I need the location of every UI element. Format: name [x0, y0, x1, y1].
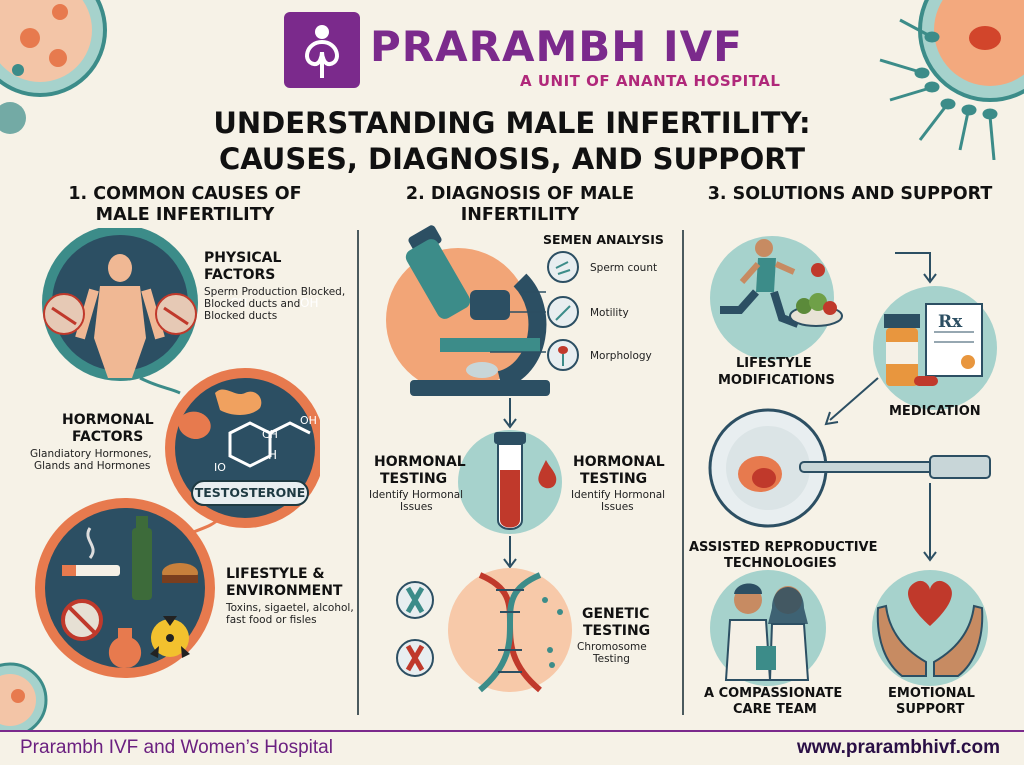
art-title-2: TECHNOLOGIES	[724, 556, 837, 571]
chem-ch3-label-2: CH	[262, 428, 278, 441]
hormonal-testing-desc-1: Identify Hormonal	[369, 489, 464, 501]
chem-h-label: H	[268, 448, 278, 462]
testosterone-badge: TESTOSTERONE	[191, 480, 309, 506]
hormonal-testing-title-1: HORMONAL	[374, 454, 466, 470]
emotional-support-title-2: SUPPORT	[896, 702, 965, 717]
chem-io-label: IO	[214, 461, 226, 474]
page-title-line1: UNDERSTANDING MALE INFERTILITY:	[213, 106, 811, 140]
genetic-testing-desc-1: Chromosome	[577, 641, 647, 653]
semen-item-morphology: Morphology	[590, 350, 652, 362]
genetic-testing-title-2: TESTING	[583, 623, 651, 639]
physical-factors-title-1: PHYSICAL	[204, 250, 282, 266]
lifestyle-mod-title-1: LIFESTYLE	[736, 356, 812, 371]
lifestyle-env-title-1: LIFESTYLE &	[226, 566, 325, 582]
column-divider-2	[682, 230, 684, 715]
cell-decoration-top-left	[0, 0, 107, 134]
physical-factors-desc-1: Sperm Production Blocked,	[204, 286, 346, 298]
semen-analysis-title: SEMEN ANALYSIS	[543, 232, 664, 247]
art-title-1: ASSISTED REPRODUCTIVE	[689, 540, 878, 555]
brand-name: PRARAMBH IVF	[370, 22, 743, 71]
diagnosis-illustration	[386, 225, 579, 693]
physical-factors-desc-3: Blocked ducts	[204, 310, 278, 322]
hormonal-testing-right-title-1: HORMONAL	[573, 454, 665, 470]
brand-subtitle: A UNIT OF ANANTA HOSPITAL	[520, 72, 781, 90]
rx-symbol: Rx	[938, 312, 963, 332]
logo	[284, 12, 360, 88]
hormonal-factors-desc-2: Glands and Hormones	[34, 460, 151, 472]
chem-ch3-label: CH	[230, 296, 248, 310]
hormonal-factors-title-2: FACTORS	[72, 429, 144, 445]
lifestyle-env-title-2: ENVIRONMENT	[226, 583, 343, 599]
footer-website-link[interactable]: www.prarambhivf.com	[796, 737, 1000, 758]
page-title-line2: CAUSES, DIAGNOSIS, AND SUPPORT	[218, 142, 806, 176]
semen-item-motility: Motility	[590, 307, 629, 319]
genetic-testing-desc-2: Testing	[593, 653, 630, 665]
physical-factors-desc-2: Blocked ducts and	[204, 298, 301, 310]
physical-factors-title-2: FACTORS	[204, 267, 276, 283]
lifestyle-env-desc-1: Toxins, sigaetel, alcohol,	[226, 602, 354, 614]
chem-oh-label: OH	[300, 296, 319, 310]
hormonal-testing-right-title-2: TESTING	[580, 471, 648, 487]
hormonal-testing-title-2: TESTING	[380, 471, 448, 487]
lifestyle-env-desc-2: fast food or fisles	[226, 614, 317, 626]
care-team-title-2: CARE TEAM	[733, 702, 817, 717]
egg-sperm-decoration-top-right	[879, 0, 1024, 160]
hormonal-testing-right-desc-1: Identify Hormonal	[571, 489, 666, 501]
hormonal-factors-desc-1: Glandiatory Hormones,	[30, 448, 152, 460]
semen-item-sperm-count: Sperm count	[590, 262, 658, 274]
column-divider-1	[357, 230, 359, 715]
care-team-title-1: A COMPASSIONATE	[704, 686, 843, 701]
hormonal-factors-title-1: HORMONAL	[62, 412, 154, 428]
support-illustration	[708, 236, 997, 686]
hormonal-testing-right-desc-2: Issues	[601, 501, 634, 513]
support-heading: 3. SOLUTIONS AND SUPPORT	[707, 184, 993, 204]
chem-oh-label-2: OH	[300, 414, 317, 427]
lifestyle-mod-title-2: MODIFICATIONS	[718, 373, 835, 388]
causes-heading-line1: 1. COMMON CAUSES OF	[68, 184, 302, 204]
logo-icon	[305, 25, 339, 78]
diagnosis-heading-line1: 2. DIAGNOSIS OF MALE	[405, 184, 635, 204]
footer-hospital-name: Prarambh IVF and Women’s Hospital	[20, 737, 333, 758]
footer-bar	[0, 730, 1024, 765]
emotional-support-title-1: EMOTIONAL	[888, 686, 975, 701]
medication-label: MEDICATION	[889, 404, 981, 419]
genetic-testing-title-1: GENETIC	[582, 606, 650, 622]
causes-heading-line2: MALE INFERTILITY	[95, 205, 275, 225]
cell-decoration-bottom-left	[0, 662, 48, 730]
hormonal-testing-desc-2: Issues	[400, 501, 433, 513]
diagnosis-heading-line2: INFERTILITY	[460, 205, 580, 225]
